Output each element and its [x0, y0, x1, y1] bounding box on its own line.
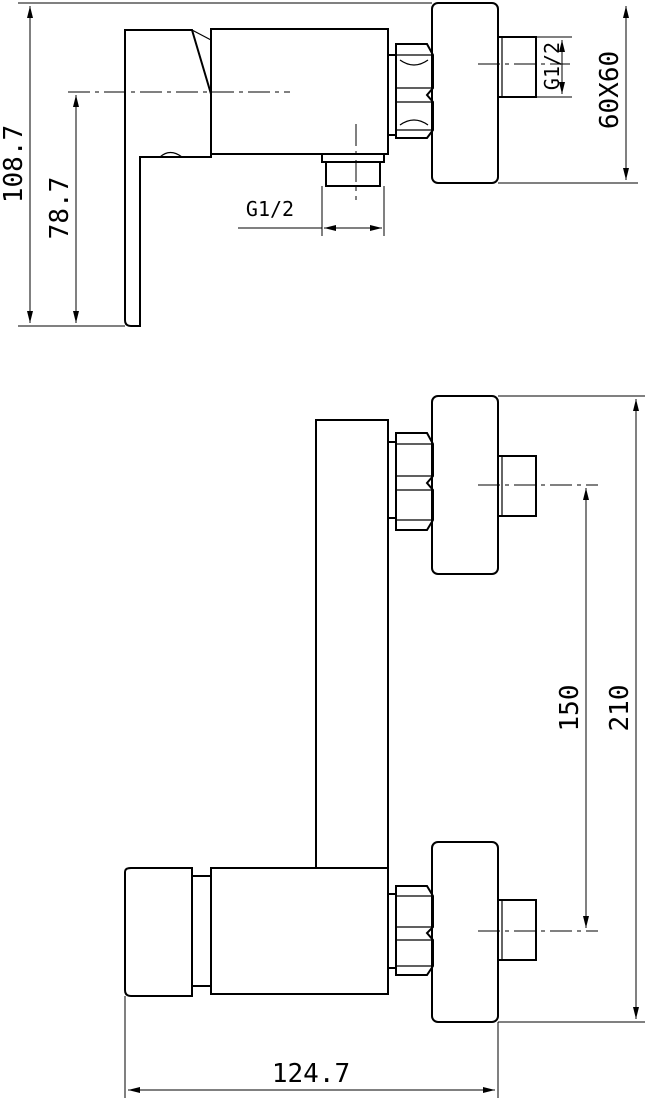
flange-bottom	[431, 841, 499, 1023]
dim-overall-height-front: 210	[605, 685, 635, 732]
inlet-nipple	[497, 36, 537, 98]
lever-handle	[124, 29, 212, 327]
vertical-bar	[315, 419, 389, 869]
inlet-bottom	[497, 899, 537, 961]
dim-inlet-thread: G1/2	[540, 42, 564, 90]
mixer-body	[210, 867, 389, 995]
dim-axis-height: 78.7	[45, 177, 75, 240]
side-knob	[124, 867, 193, 997]
hex-nut	[387, 43, 434, 139]
dim-flange-size: 60X60	[595, 51, 625, 129]
outlet-nipple	[321, 153, 385, 163]
dim-inlet-spacing: 150	[555, 685, 585, 732]
valve-body	[210, 28, 389, 155]
front-view: 150 210 124.7	[124, 395, 645, 1098]
hex-nut-top	[387, 432, 434, 531]
wall-flange	[431, 2, 499, 184]
dim-overall-width: 124.7	[272, 1059, 350, 1089]
dim-outlet-thread: G1/2	[246, 197, 294, 221]
side-view: 108.7 78.7 G1/2 G1/2 60X60	[0, 2, 638, 327]
hex-nut-bottom	[387, 885, 434, 976]
dim-overall-height-side: 108.7	[0, 125, 29, 203]
inlet-top	[497, 455, 537, 517]
lever-knob	[159, 151, 183, 158]
